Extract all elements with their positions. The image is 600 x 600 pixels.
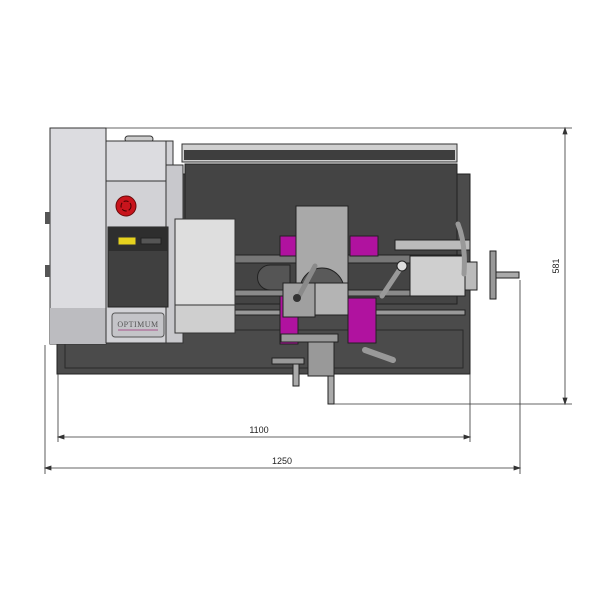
feed-lever[interactable]: [362, 347, 396, 363]
tailstock-body: [409, 255, 466, 297]
tailstock-handwheel[interactable]: [489, 250, 497, 300]
tailstock-lock-lever[interactable]: [379, 263, 405, 299]
headstock-cover-shade-bottom: [50, 308, 106, 344]
indicator-yellow-switch[interactable]: [117, 236, 137, 246]
carriage-lever[interactable]: [455, 221, 467, 277]
dimension-overall-length: [43, 280, 522, 474]
bed-slot: [257, 264, 291, 291]
brand-plate: [111, 312, 165, 338]
tailstock-base: [394, 239, 471, 251]
cross-feed-handle[interactable]: [327, 375, 335, 405]
tool-post-lever-knob[interactable]: [293, 294, 301, 302]
apron-right-magenta: [347, 297, 377, 344]
change-gear-cover-lower: [174, 304, 236, 334]
tailstock-lock-pivot: [396, 260, 408, 272]
tailstock-handwheel-handle[interactable]: [495, 271, 520, 279]
apron-handwheel[interactable]: [271, 357, 305, 365]
saddle-right-magenta: [349, 235, 379, 257]
headstock-knob-2: [45, 265, 50, 277]
emergency-stop-ring-icon: [120, 200, 132, 212]
apron-handwheel-handle[interactable]: [292, 363, 300, 387]
cross-feed-handwheel[interactable]: [307, 341, 335, 377]
tool-post-lever[interactable]: [295, 263, 318, 301]
dimension-bed-length: [56, 374, 472, 442]
headstock-knob-1: [45, 212, 50, 224]
dimension-overall-depth: [106, 126, 572, 406]
selector-switch[interactable]: [140, 237, 162, 245]
dimension-overall-length-label: 1250: [272, 456, 292, 466]
chip-tray-inner: [64, 329, 464, 369]
emergency-stop-button[interactable]: [115, 195, 137, 217]
brand-logo: OPTIMUM: [117, 320, 158, 329]
compound-slide: [314, 282, 349, 316]
dimension-overall-depth-label: 581: [551, 258, 561, 273]
headstock-step: [105, 140, 167, 182]
dimension-bed-length-label: 1100: [249, 425, 268, 435]
rear-splash-guard-inner: [184, 150, 455, 160]
apron-bar: [280, 333, 339, 343]
